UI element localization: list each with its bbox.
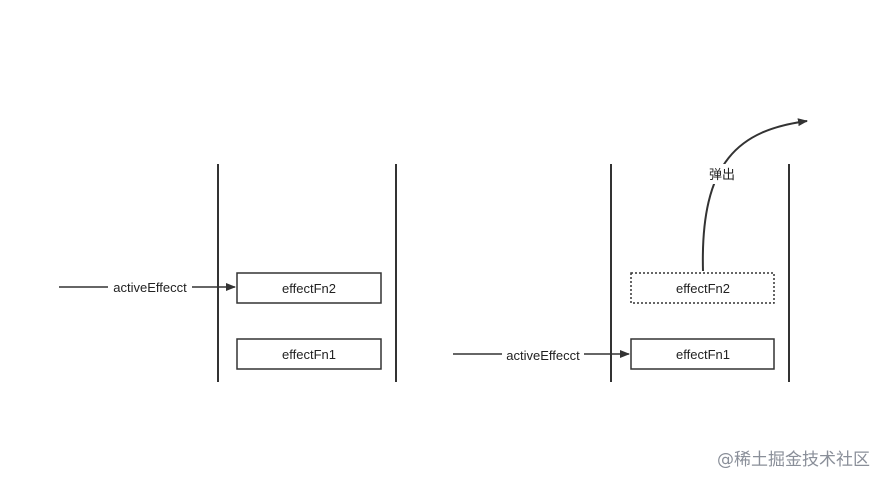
pop-label: 弹出: [709, 167, 735, 182]
right-effectfn2-popped-box: [630, 272, 775, 304]
pop-curve-arrow: [701, 118, 808, 272]
right-stack: effectFn2 effectFn1 activeEffecct 弹出: [453, 118, 808, 382]
right-effectfn1-label: effectFn1: [676, 347, 730, 362]
right-effectfn1-box: [630, 338, 775, 370]
right-pointer-label: activeEffecct: [506, 348, 580, 363]
left-pointer-label-bg: [108, 279, 192, 296]
left-pointer-label: activeEffecct: [113, 280, 187, 295]
left-effectfn1-box: [236, 338, 382, 370]
left-stack: effectFn2 effectFn1 activeEffecct: [59, 164, 397, 382]
pop-label-bg: [706, 164, 738, 184]
left-effectfn1-label: effectFn1: [282, 347, 336, 362]
right-pointer-label-bg: [502, 346, 584, 363]
left-effectfn2-box: [236, 272, 382, 304]
watermark: @稀土掘金技术社区: [717, 450, 870, 470]
right-effectfn2-label: effectFn2: [676, 281, 730, 296]
left-effectfn2-label: effectFn2: [282, 281, 336, 296]
